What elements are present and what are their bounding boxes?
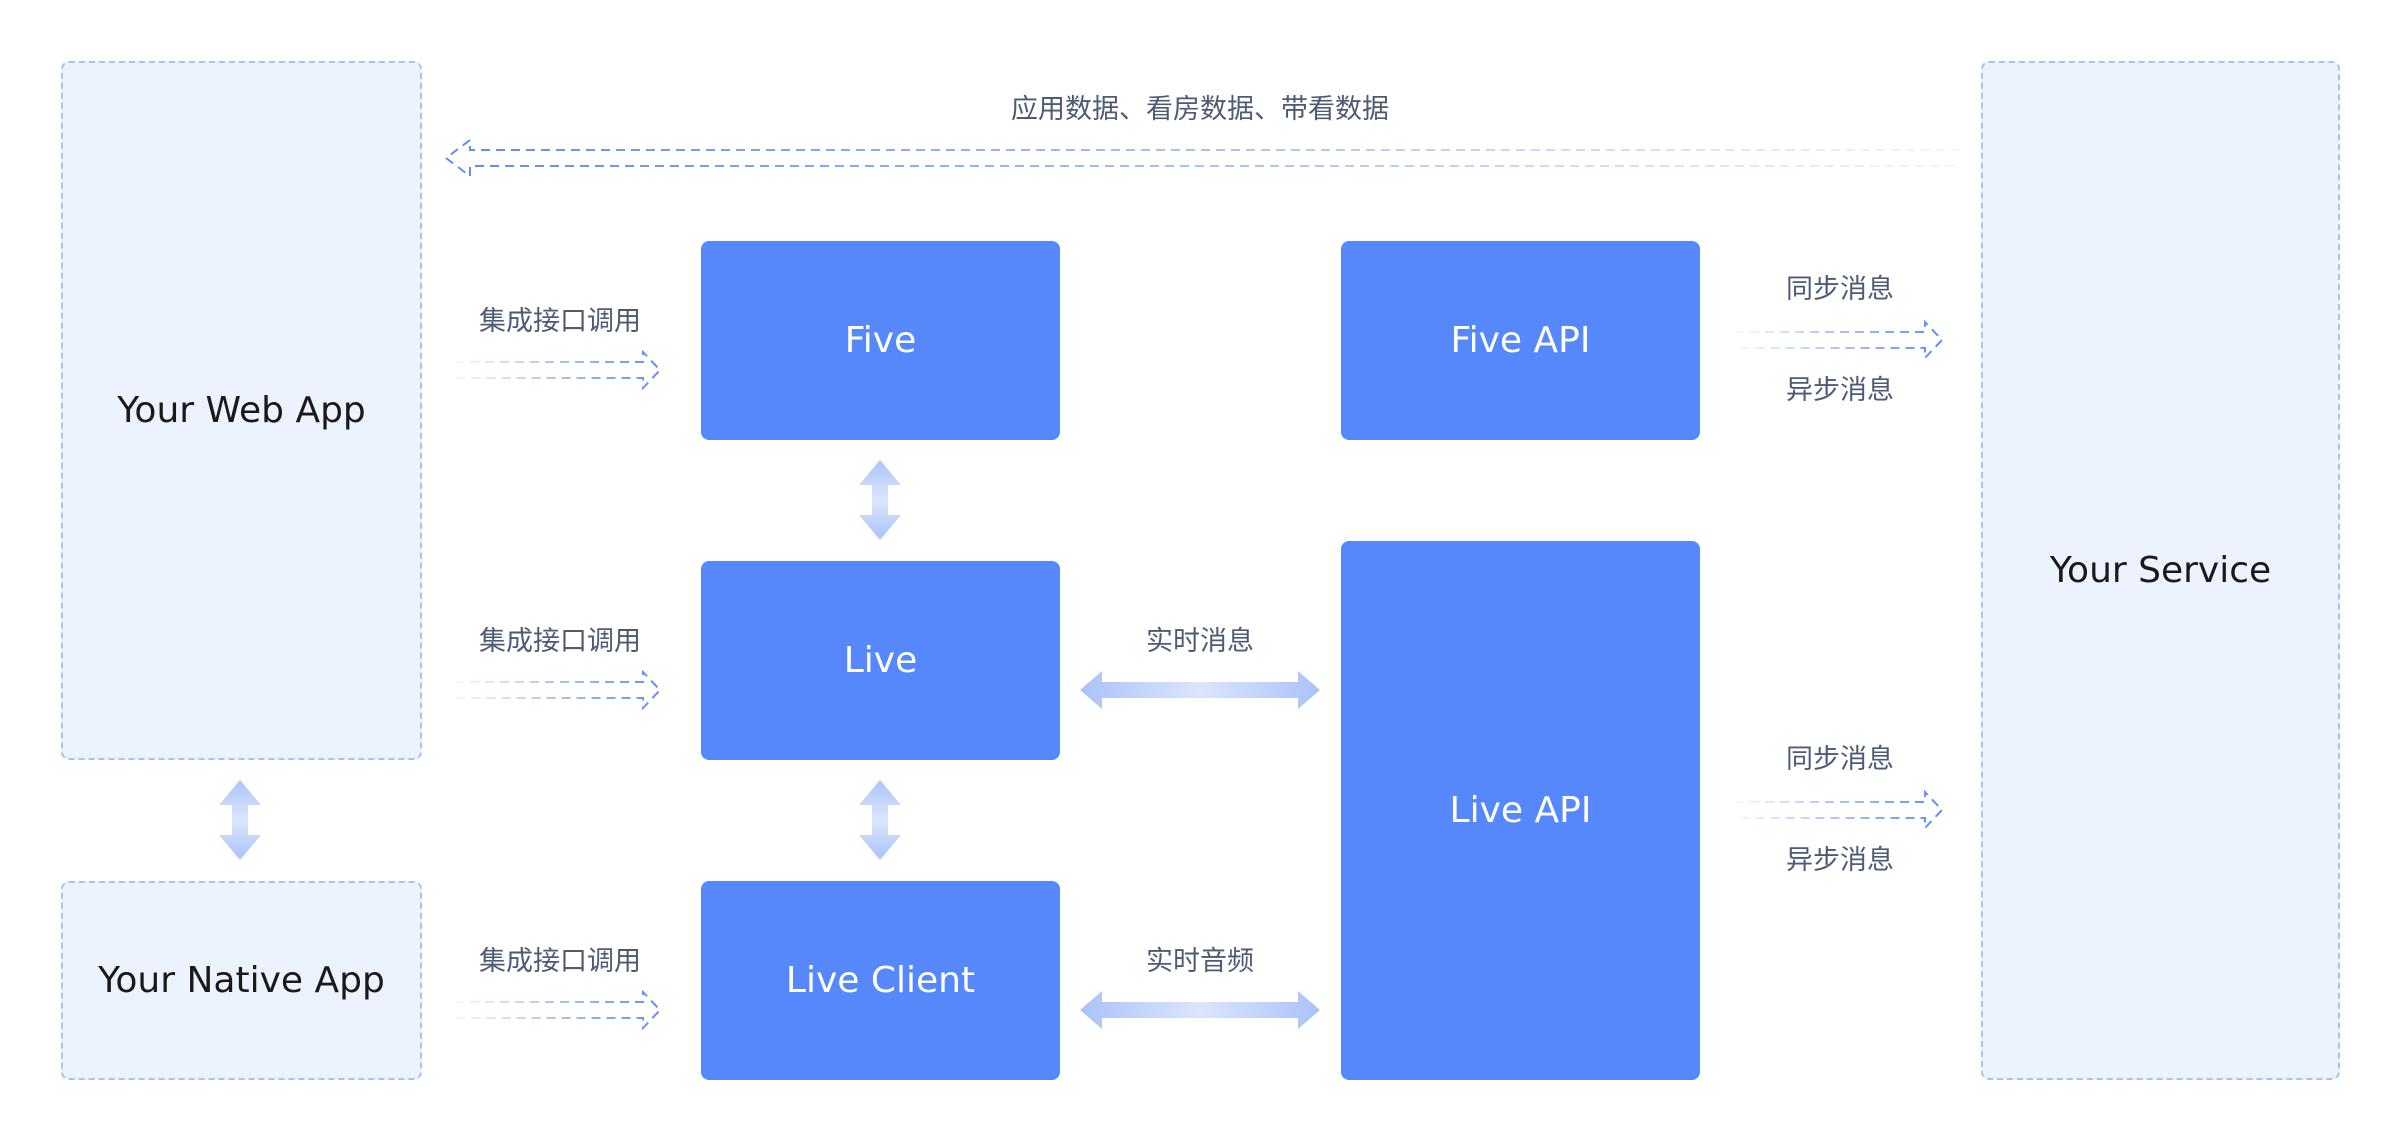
live-box: Live — [701, 561, 1060, 760]
your-service-label: Your Service — [2049, 550, 2272, 591]
five-api-sync-label: 同步消息 — [1786, 274, 1894, 305]
top-return-arrow — [444, 138, 1960, 178]
integration-label-five: 集成接口调用 — [479, 306, 641, 337]
live-api-box: Live API — [1341, 541, 1700, 1080]
integration-arrow-live — [455, 669, 662, 711]
web-native-double-arrow — [219, 780, 261, 860]
live-client-box: Live Client — [701, 881, 1060, 1080]
live-api-async-label: 异步消息 — [1786, 845, 1894, 876]
integration-label-live-client: 集成接口调用 — [479, 946, 641, 977]
integration-arrow-five — [455, 349, 662, 391]
live-api-sync-label: 同步消息 — [1786, 744, 1894, 775]
your-native-app-container: Your Native App — [61, 881, 422, 1080]
live-api-to-service-arrow — [1735, 789, 1944, 831]
top-return-label: 应用数据、看房数据、带看数据 — [1011, 94, 1389, 125]
live-api-label: Live API — [1449, 790, 1592, 831]
realtime-message-label: 实时消息 — [1146, 626, 1254, 657]
live-label: Live — [843, 640, 918, 681]
realtime-audio-label: 实时音频 — [1146, 946, 1254, 977]
your-service-container: Your Service — [1981, 61, 2340, 1080]
your-web-app-container: Your Web App — [61, 61, 422, 760]
five-label: Five — [844, 320, 917, 361]
five-api-label: Five API — [1450, 320, 1591, 361]
five-box: Five — [701, 241, 1060, 440]
live-client-double-arrow — [859, 780, 901, 860]
live-client-label: Live Client — [785, 960, 976, 1001]
integration-label-live: 集成接口调用 — [479, 626, 641, 657]
five-live-double-arrow — [859, 460, 901, 540]
your-web-app-label: Your Web App — [117, 390, 366, 431]
five-api-box: Five API — [1341, 241, 1700, 440]
realtime-audio-double-arrow — [1080, 991, 1320, 1029]
integration-arrow-live-client — [455, 989, 662, 1031]
five-api-async-label: 异步消息 — [1786, 375, 1894, 406]
realtime-message-double-arrow — [1080, 671, 1320, 709]
your-native-app-label: Your Native App — [98, 960, 385, 1001]
five-api-to-service-arrow — [1735, 319, 1944, 361]
